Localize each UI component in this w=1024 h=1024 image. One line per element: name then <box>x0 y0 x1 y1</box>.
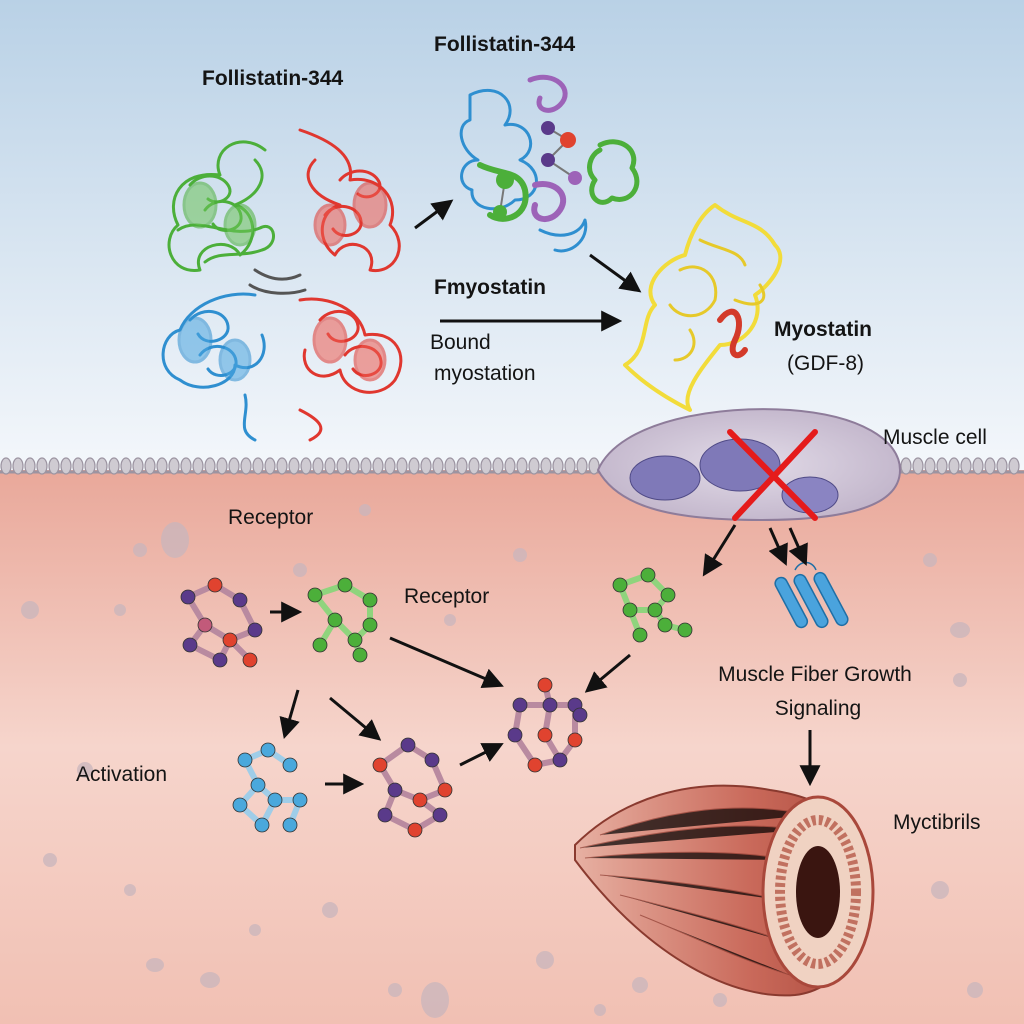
activation-label: Activation <box>76 763 168 786</box>
gdf8-label: (GDF-8) <box>787 352 864 375</box>
tissue-particles <box>21 504 983 1018</box>
muscle-fiber-bundle <box>574 784 875 997</box>
fmyostatin-label: Fmyostatin <box>434 276 547 299</box>
molecule-cluster-blue <box>232 742 308 833</box>
molecule-cluster-receptor <box>180 577 263 668</box>
myostatin-gdf8 <box>623 203 783 412</box>
signaling-molecules <box>180 567 693 838</box>
receptor-label-top: Receptor <box>228 506 314 529</box>
bound-label: Bound <box>430 331 491 354</box>
receptor-label-mid: Receptor <box>404 585 490 608</box>
follistatin-myostatin-complex <box>459 74 640 253</box>
pathway-arrows <box>270 199 821 795</box>
red-x-icon <box>727 429 818 521</box>
molecule-cluster-green-mid <box>307 577 378 663</box>
intracellular-tissue <box>0 470 1024 1024</box>
extracellular-space <box>0 0 1024 470</box>
muscle-cell-body <box>596 408 902 522</box>
follistatin-left-label: Follistatin-344 <box>202 67 344 90</box>
myostatin-label: Myostatin <box>774 318 873 341</box>
follistatin-top-label: Follistatin-344 <box>434 33 576 56</box>
molecule-cluster-activation <box>372 737 453 838</box>
myofibrils-label: Myctibrils <box>893 811 981 834</box>
molecule-cluster-target <box>507 677 588 773</box>
transmembrane-receptor-icon <box>774 561 849 629</box>
muscle-cell-label: Muscle cell <box>883 426 987 449</box>
follistatin-344-dimer <box>161 128 403 442</box>
growth-signaling-label-1: Muscle Fiber Growth <box>718 663 912 686</box>
cell-membrane <box>0 457 1024 475</box>
bound-myostation-label: myostation <box>434 362 536 385</box>
growth-signaling-label-2: Signaling <box>774 697 862 720</box>
molecule-cluster-green-right <box>612 567 693 643</box>
